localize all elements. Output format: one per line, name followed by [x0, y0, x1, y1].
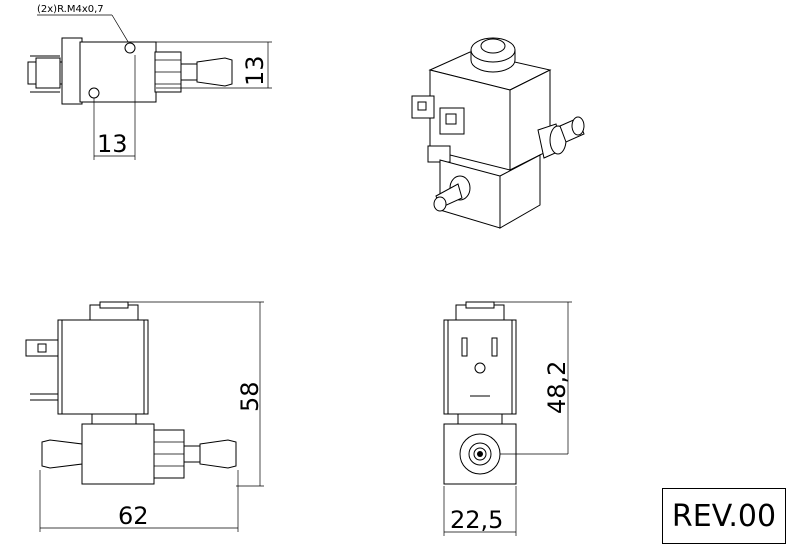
dim-top-height: 13 — [241, 55, 269, 86]
front-view: 62 58 — [25, 301, 264, 532]
dim-side-height: 48,2 — [543, 361, 571, 414]
side-view: 22,5 48,2 — [443, 301, 572, 536]
isometric-view — [411, 37, 585, 229]
top-view: (2x)R.M4x0,7 13 13 — [27, 4, 272, 160]
dim-top-width: 13 — [97, 130, 128, 158]
dim-front-width: 62 — [118, 502, 149, 530]
revision-box: REV.00 — [662, 488, 786, 544]
thread-note: (2x)R.M4x0,7 — [37, 4, 104, 15]
dim-front-height: 58 — [236, 381, 264, 412]
revision-label: REV.00 — [671, 498, 777, 534]
dim-side-width: 22,5 — [450, 506, 503, 534]
